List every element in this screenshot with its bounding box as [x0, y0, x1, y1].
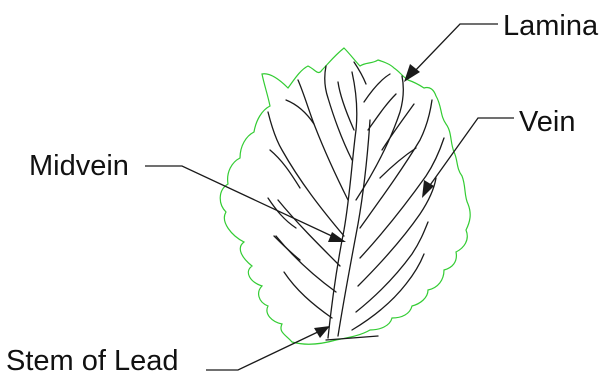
vein-branch [269, 149, 301, 189]
vein-branch [337, 81, 355, 131]
lamina-label: Lamina [503, 10, 599, 42]
vein-branch [355, 75, 404, 201]
vein-branch [381, 103, 415, 151]
stem-base [325, 335, 379, 341]
vein-label: Vein [519, 106, 576, 138]
vein-leader [427, 117, 514, 189]
vein-branch [359, 99, 433, 229]
vein-branch [275, 235, 337, 293]
vein-branch [353, 61, 367, 85]
vein-branch [273, 235, 301, 261]
vein-branch [351, 253, 425, 331]
vein-branch [277, 199, 341, 267]
leader-arrowheads [314, 64, 434, 338]
vein-branch [363, 73, 391, 103]
midvein-leader [145, 165, 337, 239]
midvein-label: Midvein [29, 150, 129, 182]
vein-branch [355, 221, 429, 313]
vein-network [267, 61, 445, 341]
vein-branch [324, 65, 353, 161]
stem-label: Stem of Lead [6, 345, 179, 377]
midvein-arrowhead [328, 232, 346, 242]
vein-branch [359, 137, 445, 259]
vein-branch [285, 99, 315, 125]
stem-arrowhead [314, 326, 330, 338]
vein-branch [267, 111, 345, 237]
midvein-line-2 [337, 119, 371, 337]
midvein-line [327, 71, 358, 339]
vein-branch [267, 197, 297, 229]
vein-branch [297, 79, 349, 201]
vein-branch [367, 93, 397, 131]
leader-lines [145, 23, 514, 371]
vein-branch [379, 147, 417, 179]
lamina-outline [219, 47, 471, 345]
vein-arrowhead [422, 180, 434, 198]
lamina-leader [411, 23, 498, 75]
lamina-arrowhead [404, 64, 420, 82]
vein-branch [283, 271, 333, 319]
vein-branch [357, 177, 437, 287]
stem-leader [206, 329, 323, 371]
